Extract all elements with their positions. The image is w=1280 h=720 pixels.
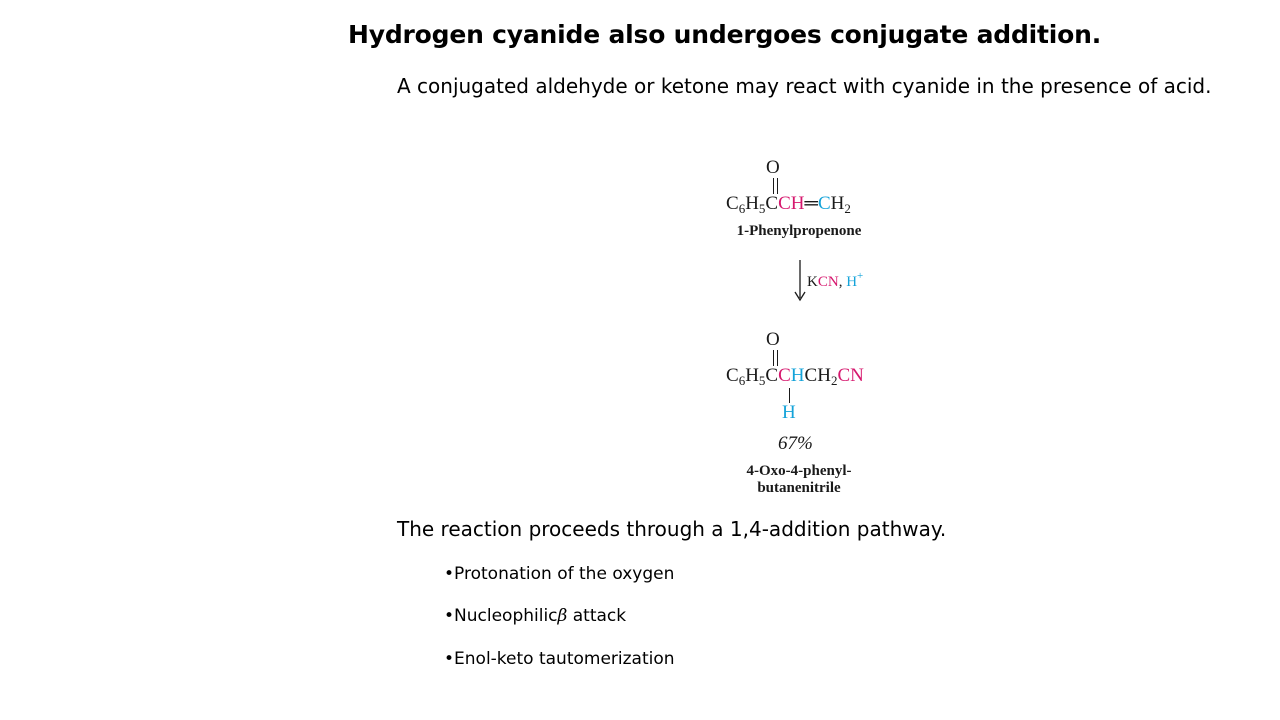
reactant-carbonyl-oxygen: O (766, 157, 780, 178)
reaction-arrow-icon (794, 260, 806, 302)
product-single-bond-line (789, 388, 790, 403)
product-yield: 67% (778, 433, 813, 454)
product-hydrogen: H (782, 402, 796, 423)
reactant-formula: C6H5CCH═CH2 (726, 193, 851, 216)
product-name: 4-Oxo-4-phenyl-butanenitrile (746, 463, 852, 496)
bullet-item: •Enol-keto tautomerization (444, 649, 675, 669)
reactant-double-bond-line-1 (773, 178, 774, 194)
product-double-bond-line-2 (777, 350, 778, 366)
pathway-text: The reaction proceeds through a 1,4-addi… (397, 517, 947, 541)
reactant-double-bond-line-2 (777, 178, 778, 194)
product-double-bond-line-1 (773, 350, 774, 366)
slide-title: Hydrogen cyanide also undergoes conjugat… (348, 20, 1102, 49)
product-formula: C6H5CCHCH2CN (726, 365, 864, 388)
bullet-item: •Protonation of the oxygen (444, 564, 675, 584)
reaction-reagents: KCN, H+ (807, 270, 864, 290)
product-carbonyl-oxygen: O (766, 329, 780, 350)
bullet-item: •Nucleophilicβ attack (444, 606, 627, 626)
reactant-name: 1-Phenylpropenone (736, 223, 862, 239)
slide-subtitle: A conjugated aldehyde or ketone may reac… (397, 74, 1212, 98)
beta-symbol: β (557, 606, 568, 626)
